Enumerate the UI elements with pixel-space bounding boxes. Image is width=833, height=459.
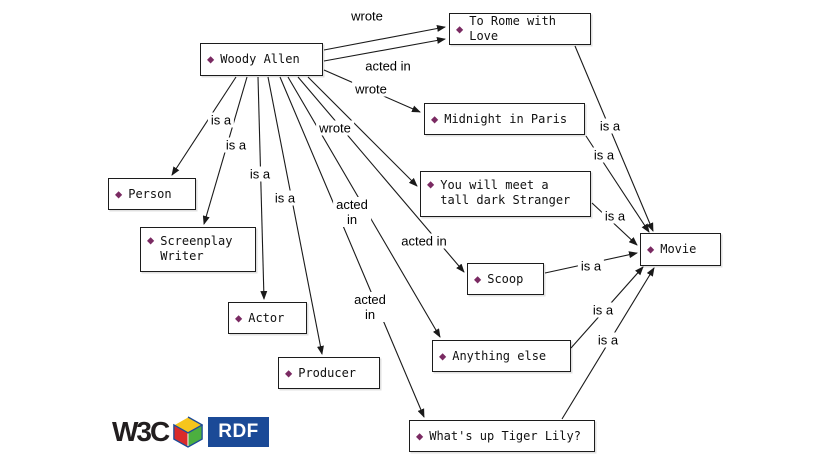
diamond-icon: ◆	[207, 52, 215, 66]
diamond-icon: ◆	[115, 186, 123, 201]
diamond-icon: ◆	[647, 242, 655, 256]
edge-label-is-a: is a	[596, 118, 624, 134]
node-label: Scoop	[487, 271, 524, 286]
edge-label-is-a: is a	[222, 137, 250, 153]
node-label: Producer	[298, 365, 357, 380]
node-label: Anything else	[452, 348, 547, 363]
diamond-icon: ◆	[147, 233, 155, 247]
w3c-logo-text: W3C	[112, 416, 170, 447]
edge-woody-allen-whats-up-tiger-lily	[279, 76, 425, 418]
node-label: You will meet a tall dark Stranger	[440, 178, 571, 207]
node-anything-else: ◆ Anything else	[432, 340, 571, 372]
diamond-icon: ◆	[439, 348, 447, 363]
diamond-icon: ◆	[474, 271, 482, 286]
w3c-rdf-logo: W3C RDF	[112, 416, 269, 448]
node-label: What's up Tiger Lily?	[429, 428, 581, 443]
node-actor: ◆ Actor	[228, 302, 307, 334]
edge-label-acted-in: acted in	[333, 197, 371, 227]
edge-label-is-a: is a	[271, 190, 299, 206]
edge-label-is-a: is a	[207, 112, 235, 128]
edge-label-is-a: is a	[594, 332, 622, 348]
diamond-icon: ◆	[416, 428, 424, 443]
node-midnight-in-paris: ◆ Midnight in Paris	[424, 103, 585, 135]
edge-to-rome-with-love-movie	[574, 45, 654, 232]
node-label: Screenplay Writer	[160, 234, 233, 263]
edge-woody-allen-producer	[267, 76, 324, 355]
semantic-web-cube-icon	[173, 416, 204, 448]
edge-label-wrote: wrote	[352, 81, 390, 97]
edge-label-acted-in: acted in	[362, 58, 414, 74]
node-person: ◆ Person	[108, 178, 196, 210]
node-producer: ◆ Producer	[278, 357, 380, 389]
edge-label-is-a: is a	[590, 147, 618, 163]
edge-woody-allen-actor	[257, 76, 268, 300]
node-whats-up-tiger-lily: ◆ What's up Tiger Lily?	[409, 420, 595, 452]
edge-woody-allen-person	[171, 76, 237, 176]
edge-label-wrote: wrote	[348, 8, 386, 24]
node-label: Actor	[248, 310, 285, 325]
edge-woody-allen-you-will-meet	[307, 76, 418, 187]
diamond-icon: ◆	[235, 310, 243, 325]
node-woody-allen: ◆ Woody Allen	[200, 43, 323, 76]
diamond-icon: ◆	[285, 365, 293, 380]
edge-label-acted-in: acted in	[351, 292, 389, 322]
node-movie: ◆ Movie	[640, 233, 721, 266]
diamond-icon: ◆	[427, 177, 435, 191]
node-label: Woody Allen	[220, 52, 300, 66]
node-label: To Rome with Love	[469, 14, 556, 43]
diamond-icon: ◆	[456, 21, 464, 36]
edge-you-will-meet-movie	[591, 202, 638, 246]
node-screenplay-writer: ◆ Screenplay Writer	[140, 227, 256, 272]
node-label: Midnight in Paris	[444, 111, 568, 126]
edge-woody-allen-to-rome-with-love	[323, 25, 446, 51]
node-scoop: ◆ Scoop	[467, 263, 544, 295]
edge-label-is-a: is a	[246, 166, 274, 182]
edge-woody-allen-to-rome-with-love	[323, 36, 446, 62]
edge-label-is-a: is a	[601, 208, 629, 224]
node-you-will-meet: ◆ You will meet a tall dark Stranger	[420, 171, 591, 217]
edge-label-is-a: is a	[589, 302, 617, 318]
edge-label-acted-in: acted in	[398, 233, 450, 249]
node-to-rome-with-love: ◆ To Rome with Love	[449, 13, 591, 45]
rdf-logo-badge: RDF	[208, 417, 269, 447]
node-label: Person	[128, 186, 172, 201]
edge-label-is-a: is a	[577, 258, 605, 274]
diamond-icon: ◆	[431, 111, 439, 126]
edge-label-wrote: wrote	[316, 120, 354, 136]
node-label: Movie	[660, 242, 697, 256]
